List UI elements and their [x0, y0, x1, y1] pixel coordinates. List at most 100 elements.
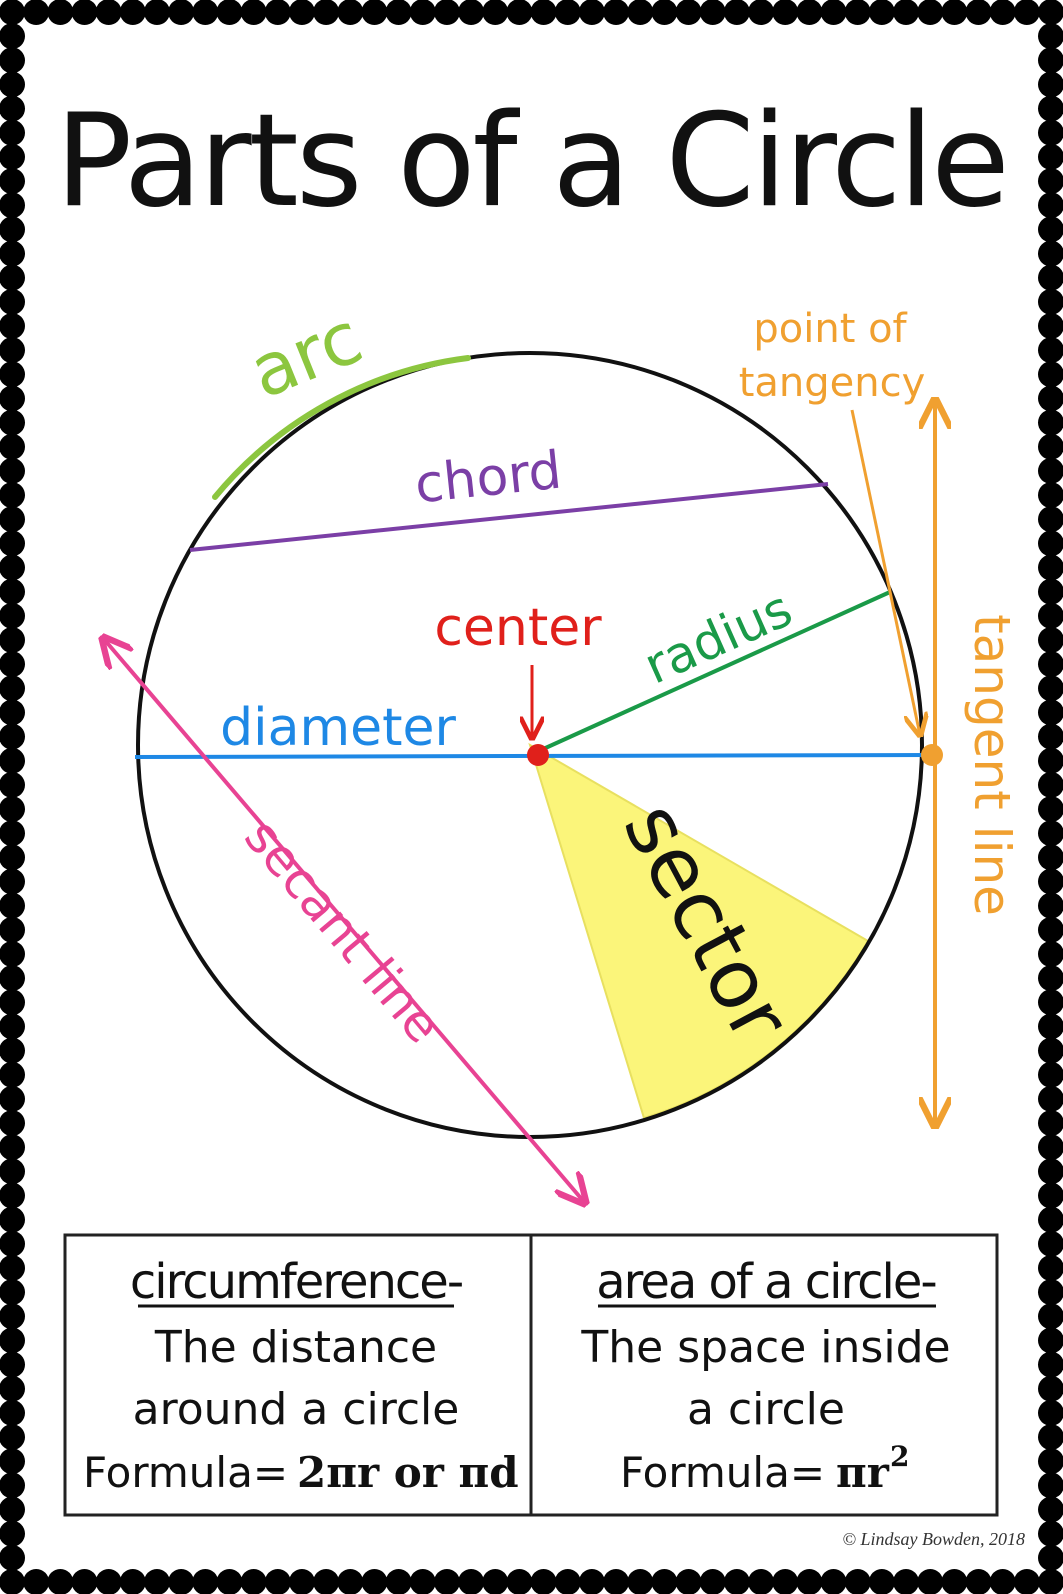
border-dot: [1038, 554, 1063, 581]
border-dot: [1038, 433, 1063, 460]
area-heading: area of a circle-: [596, 1254, 935, 1310]
border-dot: [1038, 1013, 1063, 1040]
border-dot: [1038, 361, 1063, 388]
copyright-credit: © Lindsay Bowden, 2018: [842, 1529, 1025, 1549]
point-of-tangency-arrow: [850, 409, 920, 735]
border-dot: [168, 1569, 195, 1594]
border-dot: [1038, 723, 1063, 750]
border-dot: [0, 23, 25, 50]
border-dot: [0, 578, 25, 605]
border-dot: [458, 1569, 485, 1594]
border-dot: [1038, 71, 1063, 98]
border-dot: [1038, 1472, 1063, 1499]
border-dot: [554, 1569, 581, 1594]
border-dot: [1038, 771, 1063, 798]
border-dot: [1038, 1134, 1063, 1161]
border-dot: [143, 0, 170, 25]
secant-label: secant line: [233, 808, 453, 1054]
border-dot: [0, 216, 25, 243]
border-dot: [143, 1569, 170, 1594]
border-dot: [0, 95, 25, 122]
border-dot: [554, 0, 581, 25]
border-dot: [0, 240, 25, 267]
border-dot: [1038, 288, 1063, 315]
border-dot: [0, 1085, 25, 1112]
border-dot: [1038, 1569, 1063, 1594]
border-dot: [240, 0, 267, 25]
border-dot: [603, 0, 630, 25]
border-dot: [0, 1110, 25, 1137]
border-dot: [506, 1569, 533, 1594]
border-dot: [1038, 216, 1063, 243]
border-dot: [0, 530, 25, 557]
arc-highlight: [212, 355, 471, 500]
border-dot: [578, 1569, 605, 1594]
border-dot: [1038, 602, 1063, 629]
border-dot: [0, 651, 25, 678]
border-dot: [1038, 892, 1063, 919]
border-dot: [313, 0, 340, 25]
border-dot: [0, 627, 25, 653]
border-dot: [0, 1472, 25, 1499]
border-dot: [796, 1569, 823, 1594]
border-dot: [989, 1569, 1016, 1594]
border-dot: [1038, 820, 1063, 847]
border-dot: [1038, 313, 1063, 339]
border-dot: [0, 1134, 25, 1161]
border-dot: [0, 143, 25, 170]
border-dot: [0, 433, 25, 460]
circumference-def-line2: around a circle: [133, 1384, 460, 1435]
border-dot: [385, 0, 412, 25]
border-dot: [0, 1375, 25, 1402]
border-dot: [0, 1424, 25, 1451]
border-dot: [1038, 578, 1063, 605]
border-dot: [1038, 240, 1063, 267]
border-dot: [95, 1569, 122, 1594]
border-dot: [0, 1351, 25, 1378]
border-dot: [95, 0, 122, 25]
border-dot: [1038, 1110, 1063, 1137]
border-dot: [1038, 1230, 1063, 1257]
border-dot: [0, 1279, 25, 1306]
border-dot: [0, 989, 25, 1016]
border-dot: [23, 0, 50, 25]
border-dot: [1038, 1448, 1063, 1475]
border-dot: [0, 264, 25, 291]
border-dot: [1038, 796, 1063, 823]
border-dot: [1038, 119, 1063, 146]
center-point: [527, 744, 549, 766]
border-dot: [1038, 1255, 1063, 1281]
border-dot: [965, 0, 992, 25]
border-dot: [288, 0, 315, 25]
border-dot: [506, 0, 533, 25]
border-dot: [1038, 95, 1063, 122]
border-dot: [0, 699, 25, 726]
border-dot: [1038, 1351, 1063, 1378]
circumference-formula-label: Formula=: [83, 1448, 288, 1497]
border-dot: [941, 1569, 968, 1594]
border-dot: [0, 868, 25, 895]
border-dot: [0, 675, 25, 702]
page-title: Parts of a Circle: [55, 87, 1007, 236]
border-dot: [264, 0, 291, 25]
border-dot: [119, 1569, 146, 1594]
tangency-point: [921, 744, 943, 766]
border-dot: [893, 1569, 920, 1594]
point-of-tangency-label-line2: tangency: [739, 360, 926, 406]
area-def-line2: a circle: [687, 1384, 845, 1435]
border-dot: [578, 0, 605, 25]
border-dot: [1038, 965, 1063, 992]
border-dot: [0, 1255, 25, 1281]
border-dot: [1038, 1158, 1063, 1185]
circumference-heading: circumference-: [130, 1254, 462, 1310]
border-dot: [1038, 941, 1063, 967]
border-dot: [0, 554, 25, 581]
border-dot: [0, 1520, 25, 1547]
border-dot: [844, 1569, 871, 1594]
border-dot: [1038, 264, 1063, 291]
border-dot: [675, 0, 702, 25]
border-dot: [1038, 1182, 1063, 1209]
area-formula-base: πr: [836, 1448, 890, 1497]
border-dot: [288, 1569, 315, 1594]
